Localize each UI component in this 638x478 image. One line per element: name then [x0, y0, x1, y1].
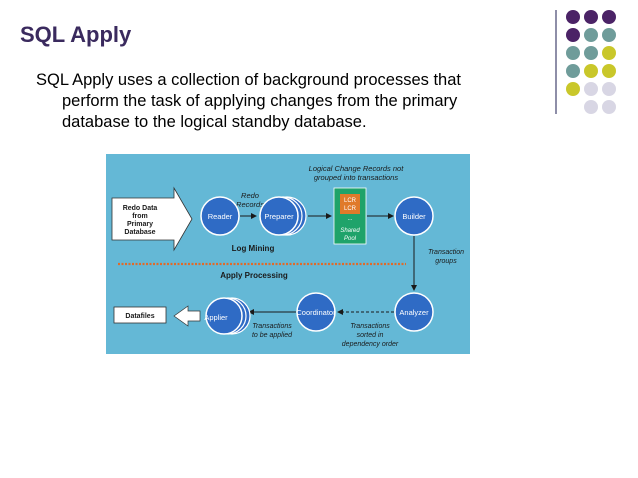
lcr-dots: ... [347, 216, 352, 222]
to-be-applied-line1: Transactions [252, 323, 292, 330]
decorative-dot [584, 64, 598, 78]
decorative-dot [566, 28, 580, 42]
transaction-groups-line1: Transaction [428, 249, 464, 256]
body-line: perform the task of applying changes fro… [62, 92, 458, 110]
applier-process [205, 297, 243, 335]
preparer-process [259, 196, 299, 236]
decorative-dot [602, 28, 616, 42]
decorative-dot [584, 10, 598, 24]
decorative-divider [555, 10, 557, 114]
redo-data-source [111, 186, 193, 252]
shared-pool-line2: Pool [344, 236, 357, 242]
builder-label: Builder [402, 212, 426, 221]
log-mining-label: Log Mining [232, 244, 275, 253]
body-line: database to the logical standby database… [62, 113, 367, 131]
body-line: SQL Apply uses a collection of backgroun… [36, 71, 461, 89]
lcr-header-line2: grouped into transactions [314, 173, 398, 182]
decorative-dot [566, 82, 580, 96]
slide-title: SQL Apply [20, 22, 132, 47]
decorative-dot [584, 100, 598, 114]
decorative-dot [584, 28, 598, 42]
redo-records-line2: Records [236, 200, 264, 209]
decorative-dot [602, 82, 616, 96]
decorative-dot [566, 10, 580, 24]
decorative-dot [602, 46, 616, 60]
sorted-line2: sorted in [357, 332, 384, 339]
applier-label: Applier [204, 313, 228, 322]
reader-process [200, 196, 240, 236]
decorative-dot [602, 10, 616, 24]
apply-processing-label: Apply Processing [220, 271, 288, 280]
datafiles-label: Datafiles [125, 313, 154, 320]
coordinator-process [296, 292, 336, 332]
redo-data-line2: from [132, 213, 148, 220]
lcr-box [340, 194, 360, 214]
decorative-dot [584, 46, 598, 60]
body-text: SQL Apply uses a collection of backgroun… [36, 70, 516, 133]
reader-label: Reader [208, 212, 233, 221]
redo-records-line1: Redo [241, 191, 259, 200]
decorative-dot [584, 82, 598, 96]
lcr-label-2: LCR [344, 206, 357, 212]
datafiles-box [113, 306, 167, 324]
analyzer-label: Analyzer [399, 308, 429, 317]
sorted-line3: dependency order [342, 341, 399, 348]
coordinator-label: Coordinator [296, 308, 336, 317]
redo-data-line1: Redo Data [123, 205, 158, 212]
analyzer-process [394, 292, 434, 332]
arrow-to-datafiles [173, 305, 201, 327]
decorative-dot [602, 64, 616, 78]
lcr-header-line1: Logical Change Records not [309, 164, 405, 173]
decorative-dot [566, 46, 580, 60]
builder-process [394, 196, 434, 236]
shared-pool-line1: Shared [340, 228, 360, 234]
redo-data-line3: Primary [127, 221, 153, 228]
decorative-dot [566, 64, 580, 78]
redo-data-line4: Database [124, 229, 155, 236]
lcr-label-1: LCR [344, 198, 357, 204]
to-be-applied-line2: to be applied [252, 332, 293, 339]
sql-apply-diagram: Logical Change Records not grouped into … [106, 154, 470, 354]
sorted-line1: Transactions [350, 323, 390, 330]
preparer-label: Preparer [264, 212, 294, 221]
decorative-dot [602, 100, 616, 114]
transaction-groups-line2: groups [435, 258, 457, 265]
